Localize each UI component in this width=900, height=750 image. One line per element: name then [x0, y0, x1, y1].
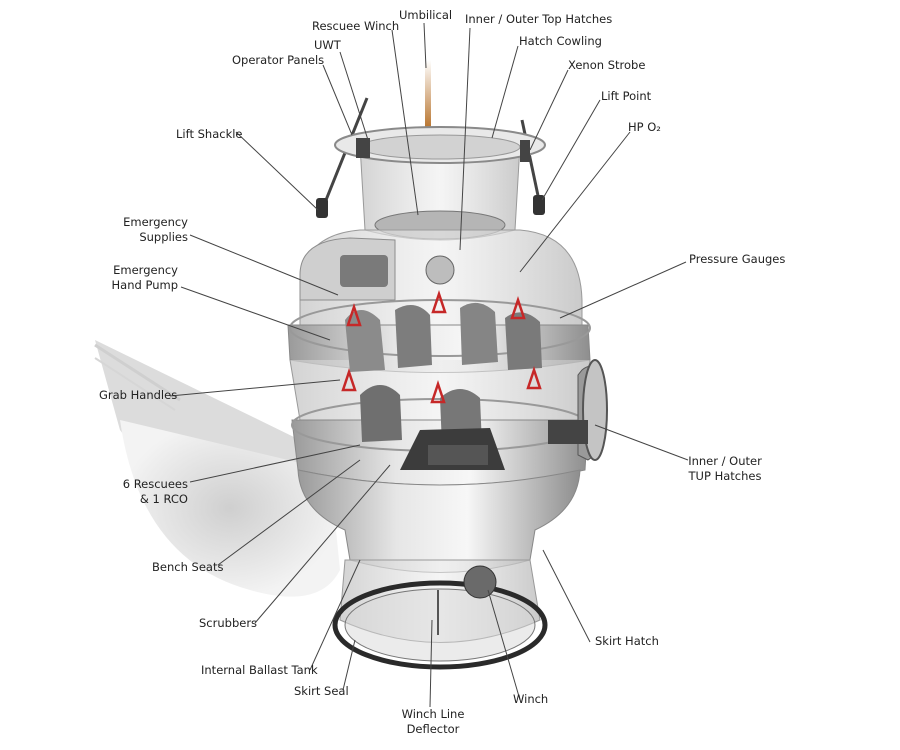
label-skirt-seal: Skirt Seal	[294, 684, 349, 698]
umbilical-cable	[425, 60, 431, 128]
label-top-hatches: Inner / Outer Top Hatches	[465, 12, 613, 26]
label-scrubbers: Scrubbers	[199, 616, 258, 630]
leader-lines	[169, 22, 689, 708]
label-hatch-cowling: Hatch Cowling	[519, 34, 602, 48]
label-lift-point: Lift Point	[601, 89, 652, 103]
ground-shadow	[94, 340, 340, 597]
hatch-cowling	[334, 126, 546, 241]
label-umbilical: Umbilical	[399, 8, 453, 22]
label-hp-o2: HP O₂	[628, 120, 661, 134]
label-grab-handles: Grab Handles	[99, 388, 178, 402]
label-rescuee-winch: Rescuee Winch	[312, 19, 400, 33]
lift-shackle-left	[316, 198, 328, 218]
tup-hatch	[548, 359, 608, 461]
label-bench-seats: Bench Seats	[152, 560, 224, 574]
label-winch: Winch	[513, 692, 549, 706]
lower-skirt	[297, 469, 581, 670]
label-internal-ballast-tank: Internal Ballast Tank	[201, 663, 318, 677]
label-pressure-gauges: Pressure Gauges	[689, 252, 786, 266]
label-xenon-strobe: Xenon Strobe	[568, 58, 646, 72]
label-emergency-supplies: Emergency Supplies	[123, 215, 188, 244]
upper-dome	[299, 229, 583, 331]
label-rescuees: 6 Rescuees & 1 RCO	[122, 477, 188, 506]
label-emergency-hand-pump: Emergency Hand Pump	[111, 263, 178, 292]
label-skirt-hatch: Skirt Hatch	[595, 634, 659, 648]
label-lift-shackle: Lift Shackle	[176, 127, 243, 141]
label-tup-hatches: Inner / Outer TUP Hatches	[688, 454, 762, 483]
label-winch-line-deflector: Winch Line Deflector	[401, 707, 465, 736]
label-operator-panels: Operator Panels	[232, 53, 325, 67]
label-uwt: UWT	[314, 38, 341, 52]
